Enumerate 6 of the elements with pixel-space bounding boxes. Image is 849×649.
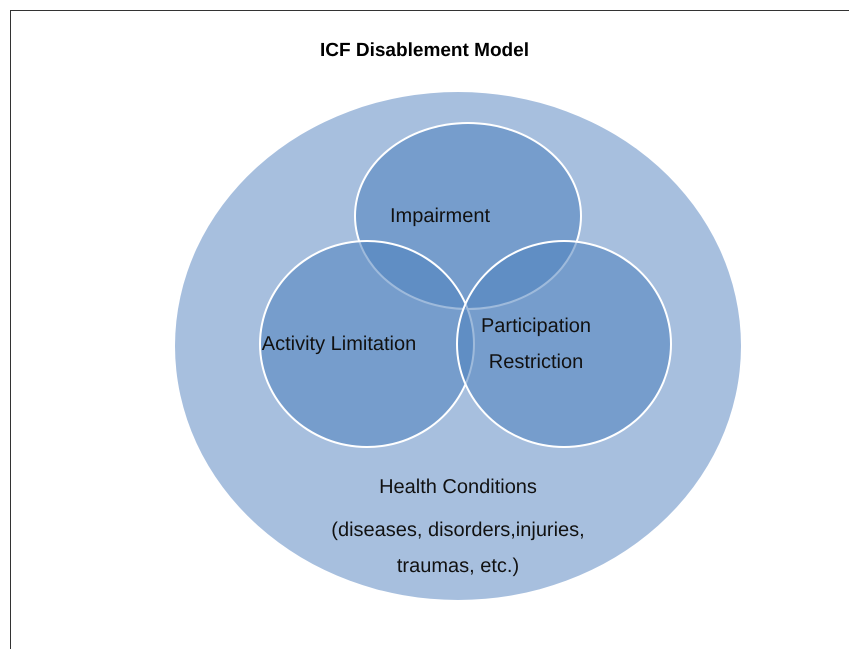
circle-label: Health Conditions (378, 475, 538, 500)
circle-label: Participation Restriction (480, 314, 592, 375)
diagram-title: ICF Disablement Model (318, 40, 530, 62)
circle-label: (diseases, disorders,injuries, traumas, etc.) (330, 518, 586, 579)
circle-label: Activity Limitation (261, 332, 417, 357)
circle-label: Impairment (388, 204, 492, 229)
